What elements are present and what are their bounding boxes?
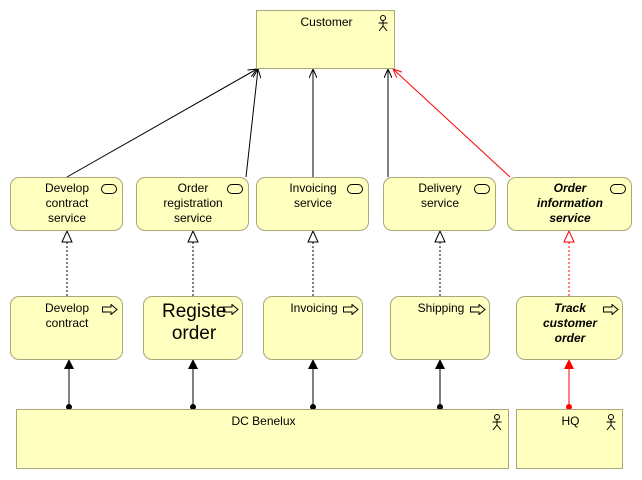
process-shipping[interactable]: Shipping bbox=[390, 296, 490, 360]
service-icon bbox=[474, 184, 490, 194]
process-arrow-icon bbox=[470, 304, 486, 315]
process-label: Register order bbox=[162, 301, 226, 344]
service-icon bbox=[101, 184, 117, 194]
process-arrow-icon bbox=[223, 304, 239, 315]
process-arrow-icon bbox=[603, 304, 619, 315]
service-label: Develop contract service bbox=[44, 181, 90, 225]
process-arrow-icon bbox=[343, 304, 359, 315]
hq-actor[interactable]: HQ bbox=[516, 409, 623, 469]
dc-benelux-actor[interactable]: DC Benelux bbox=[16, 409, 509, 469]
service-icon bbox=[227, 184, 243, 194]
service-order-information[interactable]: Order information service bbox=[507, 177, 632, 231]
dc-benelux-label: DC Benelux bbox=[231, 414, 296, 428]
process-label: Invoicing bbox=[290, 301, 338, 315]
customer-label: Customer bbox=[300, 15, 353, 29]
process-label: Develop contract bbox=[44, 301, 90, 330]
process-arrow-icon bbox=[102, 304, 118, 315]
process-register-order[interactable]: Register order bbox=[143, 296, 243, 360]
service-develop-contract[interactable]: Develop contract service bbox=[10, 177, 123, 231]
process-label: Track customer order bbox=[542, 301, 598, 345]
service-label: Invoicing service bbox=[289, 181, 337, 210]
service-label: Delivery service bbox=[418, 181, 462, 210]
edge-order-information-service-to-customer bbox=[393, 69, 511, 178]
edge-dot-invoicing bbox=[310, 404, 316, 410]
edge-develop-contract-service-to-customer bbox=[66, 69, 257, 178]
service-invoicing[interactable]: Invoicing service bbox=[256, 177, 369, 231]
edge-dot-register-order bbox=[190, 404, 196, 410]
service-order-registration[interactable]: Order registration service bbox=[136, 177, 249, 231]
service-icon bbox=[610, 184, 626, 194]
service-delivery[interactable]: Delivery service bbox=[383, 177, 496, 231]
service-label: Order information service bbox=[537, 181, 603, 225]
service-label: Order registration service bbox=[163, 181, 223, 225]
customer-actor[interactable]: Customer bbox=[256, 10, 395, 69]
edge-dot-track-order bbox=[566, 404, 572, 410]
edge-order-registration-service-to-customer bbox=[245, 69, 258, 178]
process-invoicing[interactable]: Invoicing bbox=[263, 296, 363, 360]
edge-dot-shipping bbox=[437, 404, 443, 410]
process-label: Shipping bbox=[417, 301, 465, 315]
actor-icon bbox=[606, 414, 616, 431]
service-icon bbox=[347, 184, 363, 194]
process-develop-contract[interactable]: Develop contract bbox=[10, 296, 123, 360]
actor-icon bbox=[492, 414, 502, 431]
actor-icon bbox=[378, 15, 388, 32]
hq-label: HQ bbox=[561, 414, 580, 428]
process-track-customer-order[interactable]: Track customer order bbox=[516, 296, 623, 360]
edge-dot-develop-contract bbox=[66, 404, 72, 410]
